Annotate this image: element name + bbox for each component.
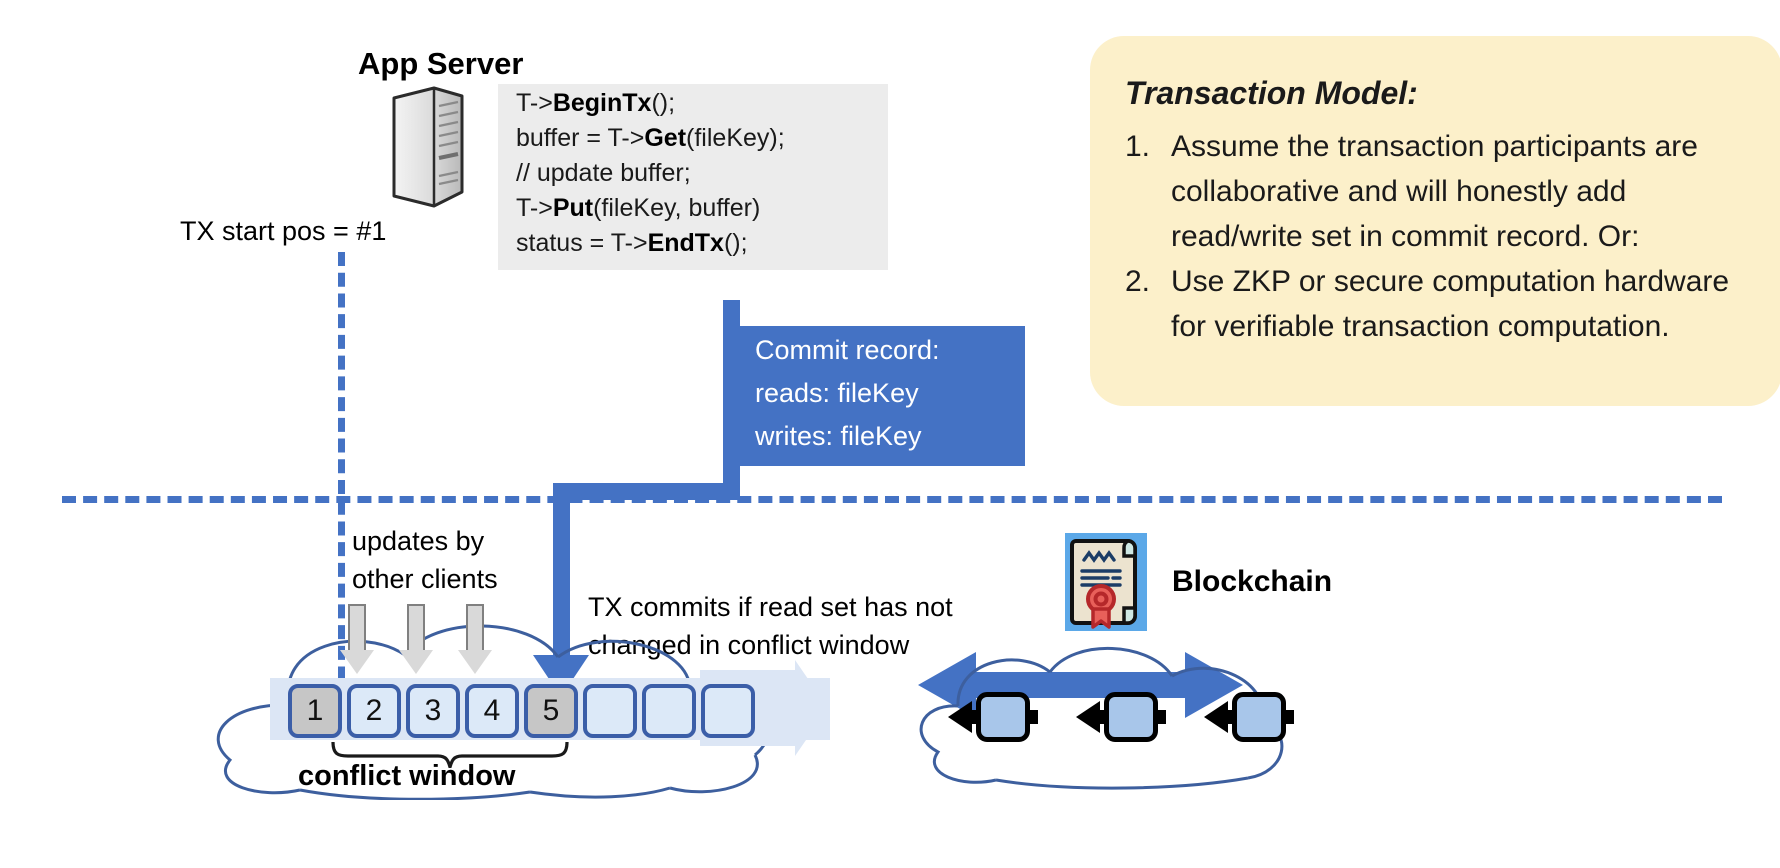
log-block[interactable] bbox=[642, 684, 696, 738]
log-block[interactable]: 5 bbox=[524, 684, 578, 738]
client-update-arrow-icon bbox=[399, 604, 433, 674]
log-block[interactable]: 1 bbox=[288, 684, 342, 738]
code-line-2: buffer = T->Get(fileKey); bbox=[516, 124, 785, 152]
log-block[interactable] bbox=[583, 684, 637, 738]
commit-connector-segment-vertical-down bbox=[553, 483, 570, 663]
bidirectional-sync-arrow-icon bbox=[918, 652, 1243, 718]
commit-record-writes: writes: fileKey bbox=[755, 421, 922, 451]
list-number: 1. bbox=[1125, 130, 1151, 163]
blockchain-block[interactable] bbox=[976, 692, 1030, 742]
log-block-list: 1 2 3 4 5 bbox=[288, 684, 755, 738]
smart-contract-certificate-icon bbox=[1065, 533, 1147, 631]
transaction-model-list: 1. Assume the transaction participants a… bbox=[1125, 124, 1765, 349]
code-line-5: status = T->EndTx(); bbox=[516, 229, 748, 257]
transaction-model-item: 2. Use ZKP or secure computation hardwar… bbox=[1125, 259, 1765, 349]
code-line-3: // update buffer; bbox=[516, 159, 691, 187]
log-block[interactable]: 3 bbox=[406, 684, 460, 738]
code-snippet: T->BeginTx(); buffer = T->Get(fileKey); … bbox=[516, 86, 896, 261]
code-panel-background bbox=[498, 84, 888, 270]
client-update-arrow-icon bbox=[458, 604, 492, 674]
log-block[interactable] bbox=[701, 684, 755, 738]
conflict-window-brace bbox=[331, 742, 569, 768]
conflict-window-label: conflict window bbox=[298, 760, 516, 792]
transaction-model-title: Transaction Model: bbox=[1125, 75, 1418, 111]
client-update-arrow-icon bbox=[340, 604, 374, 674]
blockchain-block-list bbox=[920, 689, 1300, 749]
updates-label-line1: updates by bbox=[352, 526, 485, 556]
tx-start-position-label: TX start pos = #1 bbox=[180, 216, 387, 246]
updates-by-other-clients-label: updates by other clients bbox=[352, 522, 498, 598]
updates-label-line2: other clients bbox=[352, 564, 498, 594]
commit-record-box: Commit record: reads: fileKey writes: fi… bbox=[735, 326, 1025, 466]
commit-record-title: Commit record: bbox=[755, 335, 940, 365]
commit-record-reads: reads: fileKey bbox=[755, 378, 919, 408]
blockchain-block[interactable] bbox=[1232, 692, 1286, 742]
code-line-4: T->Put(fileKey, buffer) bbox=[516, 194, 761, 222]
blockchain-label: Blockchain bbox=[1172, 565, 1333, 598]
log-block[interactable]: 2 bbox=[347, 684, 401, 738]
list-text: Use ZKP or secure computation hardware f… bbox=[1171, 265, 1730, 343]
list-text: Assume the transaction participants are … bbox=[1171, 130, 1698, 253]
transaction-model-item: 1. Assume the transaction participants a… bbox=[1125, 124, 1765, 259]
commit-connector-segment-horizontal bbox=[553, 483, 740, 500]
server-tower-icon bbox=[392, 86, 464, 208]
blockchain-block[interactable] bbox=[1104, 692, 1158, 742]
code-line-1: T->BeginTx(); bbox=[516, 89, 676, 117]
app-server-title: App Server bbox=[358, 46, 524, 81]
tx-commits-line1: TX commits if read set has not bbox=[588, 592, 953, 622]
layer-divider-dashed-line bbox=[62, 496, 1722, 503]
list-number: 2. bbox=[1125, 265, 1151, 298]
tx-commits-condition-label: TX commits if read set has not changed i… bbox=[588, 588, 953, 664]
transaction-model-box bbox=[1090, 36, 1780, 406]
tx-start-dashed-line bbox=[338, 252, 345, 722]
log-block[interactable]: 4 bbox=[465, 684, 519, 738]
